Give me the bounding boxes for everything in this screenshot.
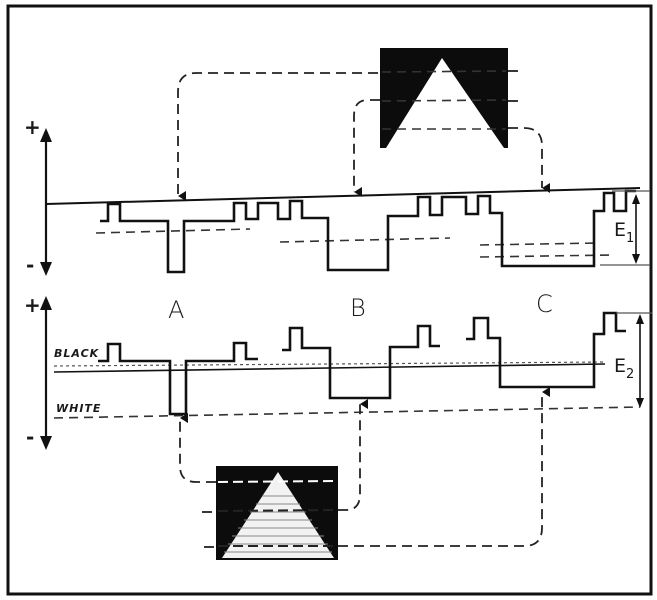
bottom-minus-sign: - <box>26 425 34 449</box>
e2-arrow-bottom <box>636 398 644 408</box>
region-label-a: A <box>168 296 184 324</box>
top-minus-sign: - <box>26 253 34 277</box>
top-waveform-group: + - E1 <box>24 115 650 277</box>
e2-label: E2 <box>614 355 634 382</box>
region-label-c: C <box>536 290 553 318</box>
e1-arrow-top <box>632 194 640 204</box>
connector-top-to-a <box>177 72 378 201</box>
e1-arrow-bottom <box>632 254 640 264</box>
top-axis-arrow-up <box>40 128 52 142</box>
black-level-line <box>53 361 606 367</box>
top-reference-level-c2 <box>479 254 613 258</box>
bottom-raster-image <box>216 466 338 560</box>
connector-bottom-to-a <box>179 413 216 483</box>
top-axis-arrow-down <box>40 262 52 276</box>
bottom-waveform-group: + - BLACK WHITE E2 <box>24 293 652 450</box>
connector-top-to-b <box>353 99 380 197</box>
e2-arrow-top <box>636 314 644 324</box>
bottom-axis-arrow-up <box>40 296 52 310</box>
white-level-line <box>53 406 641 419</box>
bottom-axis-arrow-down <box>40 436 52 450</box>
connector-top-to-c <box>508 127 550 193</box>
white-level-label: WHITE <box>56 402 101 415</box>
top-reference-level-b <box>279 237 451 243</box>
top-plus-sign: + <box>24 115 41 139</box>
e1-label: E1 <box>614 219 634 246</box>
top-video-waveform <box>100 189 636 274</box>
top-raster-image <box>380 48 508 148</box>
top-reference-level-c <box>479 242 601 246</box>
top-triangle-shape <box>386 58 504 148</box>
black-level-label: BLACK <box>54 347 100 360</box>
connector-bottom-to-b <box>338 399 368 511</box>
figure-border <box>6 4 653 596</box>
top-baseline <box>45 187 641 205</box>
connector-bottom-to-c <box>338 387 550 547</box>
region-label-b: B <box>350 294 366 322</box>
top-reference-level-a <box>95 228 251 234</box>
bottom-plus-sign: + <box>24 293 41 317</box>
